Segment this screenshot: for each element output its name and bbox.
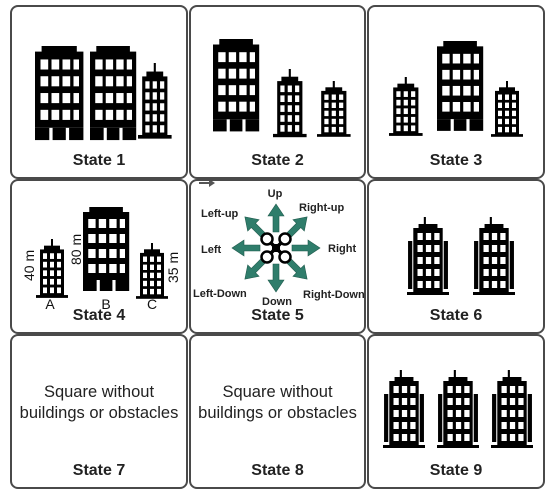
building-icon — [473, 217, 515, 295]
building-label-b: B — [101, 296, 110, 312]
direction-label-right: Right — [328, 243, 356, 255]
building-icon — [273, 69, 307, 138]
building-icon — [35, 46, 84, 141]
state-9-panel: State 9 — [367, 334, 545, 489]
arrow-down-icon — [267, 263, 285, 293]
building-c-icon — [136, 243, 168, 299]
direction-label-left-up: Left-up — [201, 208, 239, 220]
arrow-up-icon — [267, 203, 285, 233]
state-7-title: State 7 — [72, 462, 126, 479]
state-7-panel: Square without buildings or obstacles St… — [10, 334, 188, 489]
building-icon — [407, 217, 449, 295]
building-b-icon — [83, 207, 130, 291]
state-5-title: State 5 — [251, 307, 304, 324]
state-4-panel: 40 m 80 m 35 m A B C State 4 — [10, 179, 188, 334]
height-label-a: 40 m — [21, 250, 37, 281]
state-5-panel: Up Right-up Right Right-Down Down Left-D… — [189, 179, 366, 334]
building-icon — [437, 41, 484, 131]
state-2-title: State 2 — [251, 152, 304, 169]
building-icon — [90, 46, 137, 141]
direction-label-up: Up — [268, 188, 283, 200]
direction-label-left-down: Left-Down — [193, 288, 247, 300]
direction-label-left: Left — [201, 244, 222, 256]
building-icon — [138, 63, 172, 139]
state-4-title: State 4 — [72, 307, 126, 324]
building-icon — [389, 77, 423, 136]
building-a-icon — [36, 239, 68, 298]
direction-label-right-up: Right-up — [299, 202, 344, 214]
height-label-c: 35 m — [165, 252, 181, 283]
arrow-left-icon — [231, 239, 261, 257]
building-icon — [491, 370, 533, 448]
building-icon — [437, 370, 479, 448]
state-8-description: Square without buildings or obstacles — [191, 382, 364, 424]
direction-label-down: Down — [262, 296, 292, 308]
building-icon — [317, 81, 351, 137]
state-7-description: Square without buildings or obstacles — [12, 382, 186, 424]
state-8-panel: Square without buildings or obstacles St… — [189, 334, 366, 489]
state-6-panel: State 6 — [367, 179, 545, 334]
state-3-panel: State 3 — [367, 5, 545, 179]
state-2-panel: State 2 — [189, 5, 366, 179]
connector-arrow-icon — [199, 181, 215, 187]
building-icon — [491, 81, 523, 137]
height-label-b: 80 m — [68, 234, 84, 265]
state-8-text-line-1: Square without — [222, 383, 333, 401]
state-3-title: State 3 — [429, 152, 483, 169]
arrow-right-icon — [291, 239, 321, 257]
state-6-title: State 6 — [429, 307, 483, 324]
state-1-title: State 1 — [72, 152, 126, 169]
state-5-direction-diagram: Up Right-up Right Right-Down Down Left-D… — [193, 181, 365, 308]
building-icon — [213, 39, 260, 132]
building-icon — [383, 370, 425, 448]
state-1-panel: State 1 — [10, 5, 188, 179]
state-7-text-line-1: Square without — [43, 383, 155, 401]
state-8-title: State 8 — [251, 462, 304, 479]
state-8-text-line-2: buildings or obstacles — [198, 404, 357, 422]
state-9-title: State 9 — [429, 462, 483, 479]
direction-label-right-down: Right-Down — [303, 289, 365, 301]
building-label-c: C — [147, 296, 157, 312]
state-4-buildings: 40 m 80 m 35 m A B C — [21, 207, 181, 312]
quadcopter-drone-icon — [260, 232, 292, 264]
building-label-a: A — [45, 296, 55, 312]
state-7-text-line-2: buildings or obstacles — [19, 404, 179, 422]
